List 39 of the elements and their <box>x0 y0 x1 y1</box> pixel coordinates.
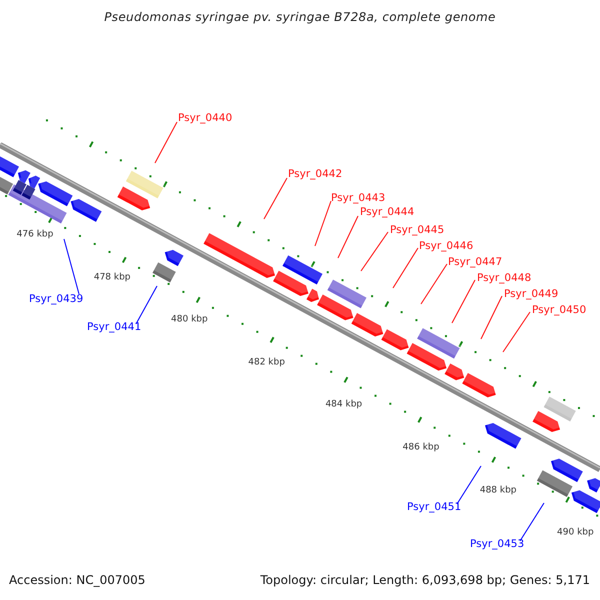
scale-label: 476 kbp <box>16 230 54 240</box>
gene-label: Psyr_0449 <box>504 288 558 300</box>
gene-label: Psyr_0450 <box>532 304 586 316</box>
gene-label: Psyr_0448 <box>477 272 532 284</box>
leader-line <box>480 296 502 340</box>
scale-label: 478 kbp <box>94 272 131 284</box>
gene-label: Psyr_0443 <box>331 192 386 204</box>
gene-label: Psyr_0441 <box>87 321 142 333</box>
scale-label: 490 kbp <box>557 528 594 539</box>
leader-line <box>360 232 388 272</box>
gene-label: Psyr_0444 <box>360 206 414 218</box>
gene-label: Psyr_0440 <box>178 112 232 124</box>
leader-line <box>452 280 476 324</box>
leader-line <box>456 466 482 504</box>
leader-line <box>502 312 530 352</box>
leader-line <box>520 502 544 542</box>
title: Pseudomonas syringae pv. syringae B728a, complete genome <box>104 10 496 24</box>
gene-label: Psyr_0447 <box>448 256 502 268</box>
footer-text: Accession: NC_007005 <box>9 573 146 587</box>
gene-label: Psyr_0445 <box>390 224 444 236</box>
leader-line <box>420 264 448 304</box>
gene-label: Psyr_0451 <box>407 501 462 513</box>
scale-label: 482 kbp <box>248 357 285 368</box>
leader-line <box>314 200 332 246</box>
scale-label: 480 kbp <box>171 314 208 326</box>
leader-line <box>264 178 288 220</box>
gene-label: Psyr_0442 <box>288 168 342 180</box>
scale-label: 484 kbp <box>325 400 362 411</box>
leader-line <box>64 238 80 294</box>
gene-label: Psyr_0439 <box>29 293 84 305</box>
leader-line <box>136 286 158 324</box>
gene-label: Psyr_0453 <box>470 538 524 550</box>
scale-label: 486 kbp <box>402 442 440 454</box>
leader-line <box>392 248 418 288</box>
leader-line <box>154 122 178 164</box>
leader-line <box>338 216 358 258</box>
footer-text: Topology: circular; Length: 6,093,698 bp; Genes: 5,171 <box>260 573 590 587</box>
gene-label: Psyr_0446 <box>419 240 474 252</box>
scale-label: 488 kbp <box>480 485 517 496</box>
